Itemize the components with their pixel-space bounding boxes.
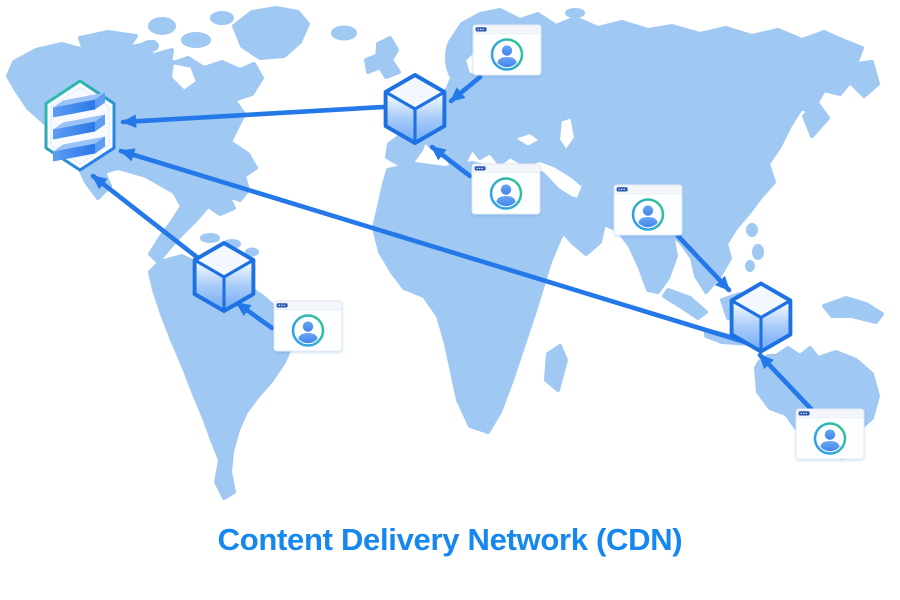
arrow-user-india-to-edge-southeast-asia — [675, 233, 732, 293]
user-browser-icon-south-america — [274, 301, 342, 351]
arrow-edge-southeast-asia-to-origin — [118, 148, 748, 345]
user-browser-icon-north-europe — [473, 25, 541, 75]
edge-server-cube-icon-southeast-asia — [729, 281, 793, 354]
arrow-edge-south-america-to-origin — [90, 173, 201, 261]
arctic-island — [181, 32, 211, 48]
island-sakhalin — [808, 54, 822, 84]
island-ireland — [364, 54, 380, 74]
diagram-title: Content Delivery Network (CDN) — [217, 522, 683, 557]
arctic-island — [210, 11, 234, 25]
island-taiwan — [746, 223, 758, 237]
arrow-user-central-europe-to-edge-europe — [429, 144, 473, 179]
island-greenland — [232, 6, 310, 60]
island-madagascar — [544, 344, 568, 392]
user-browser-icon-central-europe — [472, 164, 540, 214]
arctic-island — [148, 17, 176, 35]
island-japan — [796, 82, 820, 112]
world-map — [6, 6, 884, 500]
island-sumatra — [662, 288, 708, 320]
arctic-island — [141, 40, 159, 52]
user-browser-icon-australia — [796, 409, 864, 459]
island-philippines — [745, 260, 755, 272]
edge-server-cube-icon-south-america — [192, 241, 256, 313]
user-browser-icon-india — [614, 185, 682, 235]
server-slabs — [53, 92, 105, 162]
edge-server-cube-icon-europe — [383, 73, 447, 145]
island-iceland — [331, 25, 357, 41]
arrow-user-australia-to-edge-southeast-asia — [757, 352, 815, 413]
arrow-edge-europe-to-origin — [120, 104, 387, 129]
caribbean-island — [200, 233, 220, 243]
origin-server-stack-icon — [44, 79, 116, 172]
arrow-user-north-europe-to-edge-europe — [448, 74, 483, 104]
island-great-britain — [375, 36, 401, 79]
island-new-guinea — [822, 296, 884, 324]
caribbean-island — [245, 247, 259, 257]
arrow-user-south-america-to-edge-south-america — [234, 300, 275, 331]
connection-arrows — [90, 74, 815, 413]
island-japan — [802, 102, 830, 138]
island-philippines — [752, 244, 764, 260]
arctic-island — [565, 8, 585, 18]
